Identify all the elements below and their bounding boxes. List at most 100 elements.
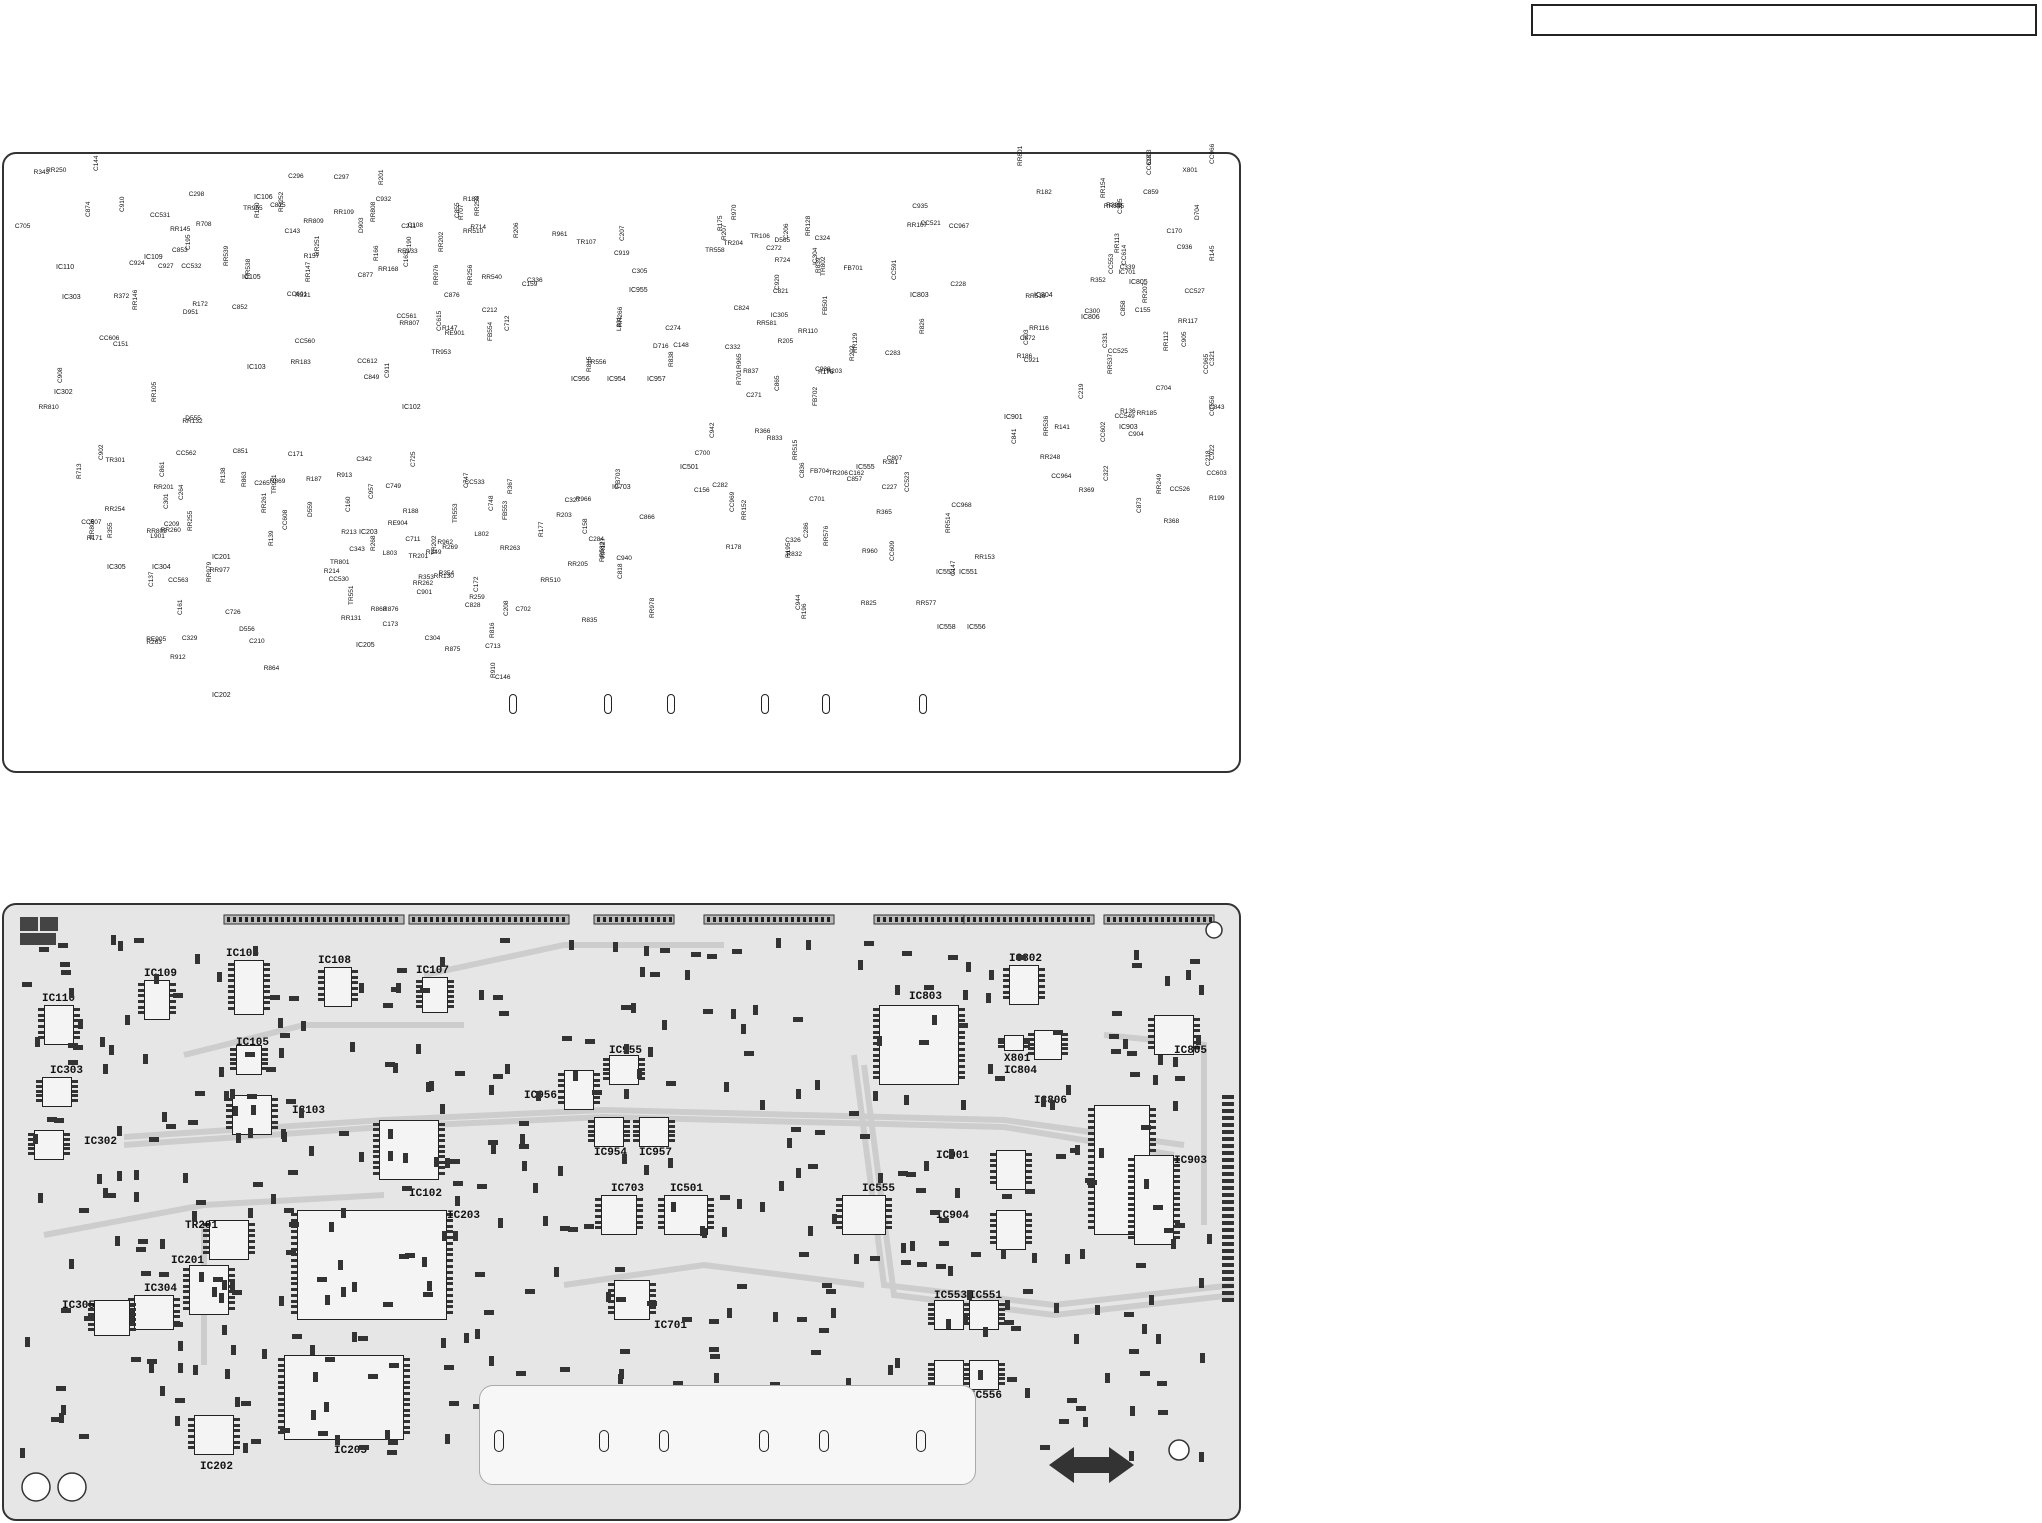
smd-pad (105, 1192, 116, 1198)
ic-pin (603, 1062, 609, 1066)
ic-pin (1026, 1218, 1032, 1222)
silk-component-label: RR116 (1029, 324, 1049, 332)
smd-pad (832, 1213, 838, 1224)
ic-pin (1174, 1197, 1180, 1201)
silk-component-label: C853 (172, 246, 188, 254)
silk-ic-label: IC102 (402, 404, 421, 411)
smd-pad (56, 1386, 67, 1392)
silk-component-label: C872 (1019, 335, 1036, 343)
smd-pad (403, 1153, 409, 1164)
ic-pin (658, 1220, 664, 1224)
silk-component-label: C272 (766, 244, 782, 252)
silk-component-label: CC964 (1051, 473, 1072, 481)
ic-pin (278, 1414, 284, 1418)
ic-pin (404, 1369, 410, 1373)
ic-pin (447, 1288, 453, 1292)
corner-block (20, 933, 56, 945)
silk-component-label: C904 (1128, 431, 1144, 439)
ic-pin (1128, 1214, 1134, 1217)
silk-component-label: RR154 (1099, 177, 1107, 198)
ic-pin (170, 1011, 176, 1015)
mounting-slot (494, 1430, 504, 1452)
silk-component-label: RR113 (1113, 233, 1121, 254)
silk-component-label: C919 (613, 249, 630, 257)
silk-component-label: RE904 (387, 520, 408, 528)
mounting-slot-mark (822, 694, 830, 714)
ic-pin (234, 1435, 240, 1438)
silk-component-label: C921 (1023, 356, 1040, 364)
ic-pin (352, 987, 358, 990)
silk-component-label: R833 (766, 434, 783, 442)
ic-pin (291, 1236, 297, 1240)
ic-pin (873, 1030, 879, 1034)
ic-pin (836, 1226, 842, 1230)
silk-component-label: C725 (409, 451, 417, 468)
smd-pad (114, 1235, 120, 1246)
smd-pad (177, 1340, 183, 1351)
ic-pin (1128, 1225, 1134, 1229)
smd-pad (854, 1254, 860, 1265)
silk-component-label: CC523 (903, 472, 911, 493)
ic-pin (229, 1273, 235, 1277)
smd-pad (1129, 1405, 1135, 1416)
smd-pad (247, 1093, 257, 1099)
silk-component-label: R184 (463, 196, 479, 204)
smd-pad (484, 1309, 495, 1315)
ic-pin (404, 1391, 410, 1395)
ic-pin (990, 1241, 996, 1245)
silk-ic-label: IC501 (680, 464, 699, 471)
silk-component-label: R368 (1163, 517, 1180, 525)
ic-pin (228, 968, 234, 972)
silk-component-label: R962 (437, 539, 453, 547)
copper-ic-label: TR201 (185, 1220, 219, 1232)
side-connector-pin (1222, 1284, 1234, 1288)
smd-pad (324, 1295, 330, 1306)
ic-pin (352, 975, 358, 979)
ic-pin (658, 1203, 664, 1207)
ic-package (601, 1195, 637, 1235)
silk-component-label: R869 (269, 478, 286, 486)
silk-component-label: RR207 (1142, 282, 1150, 303)
silk-component-label: CC526 (1169, 485, 1190, 493)
silk-component-label: C282 (712, 482, 728, 490)
smd-pad (519, 1133, 525, 1144)
ic-pin (264, 973, 270, 977)
silk-component-label: C705 (14, 223, 31, 231)
silk-component-label: R825 (860, 600, 877, 608)
smd-pad (35, 1036, 41, 1047)
ic-pin (28, 1137, 34, 1141)
smd-pad (770, 1382, 781, 1388)
silk-component-label: RR263 (499, 544, 521, 552)
ic-pin (1088, 1184, 1094, 1188)
ic-pin (990, 1224, 996, 1228)
silk-component-label: TR802 (819, 256, 827, 277)
ic-pin (1174, 1191, 1180, 1195)
silk-component-label: R321 (295, 292, 311, 300)
silk-component-label: RR806 (89, 519, 97, 540)
silk-component-label: R138 (219, 467, 227, 484)
silk-component-label: D704 (1193, 204, 1201, 221)
smd-pad (455, 1071, 466, 1077)
smd-pad (253, 945, 259, 956)
smd-pad (930, 1209, 941, 1215)
ic-package (564, 1070, 594, 1110)
ic-pin (230, 1067, 236, 1071)
ic-pin (188, 1440, 194, 1444)
ic-pin (1003, 968, 1009, 971)
silk-component-label: C326 (785, 537, 801, 545)
smd-pad (146, 1359, 157, 1364)
smd-pad (1039, 1445, 1050, 1451)
ic-pin (278, 1374, 284, 1378)
silk-component-label: RR976 (433, 265, 441, 286)
ic-pin (1088, 1155, 1094, 1159)
ic-pin (36, 1094, 42, 1098)
smd-pad (102, 1188, 108, 1199)
ic-pin (183, 1284, 189, 1288)
silk-component-label: C339 (1119, 264, 1136, 272)
ic-pin (990, 1181, 996, 1185)
silk-component-label: RR153 (974, 553, 995, 561)
ic-pin (1026, 1175, 1032, 1179)
silk-component-label: TR551 (348, 585, 356, 606)
